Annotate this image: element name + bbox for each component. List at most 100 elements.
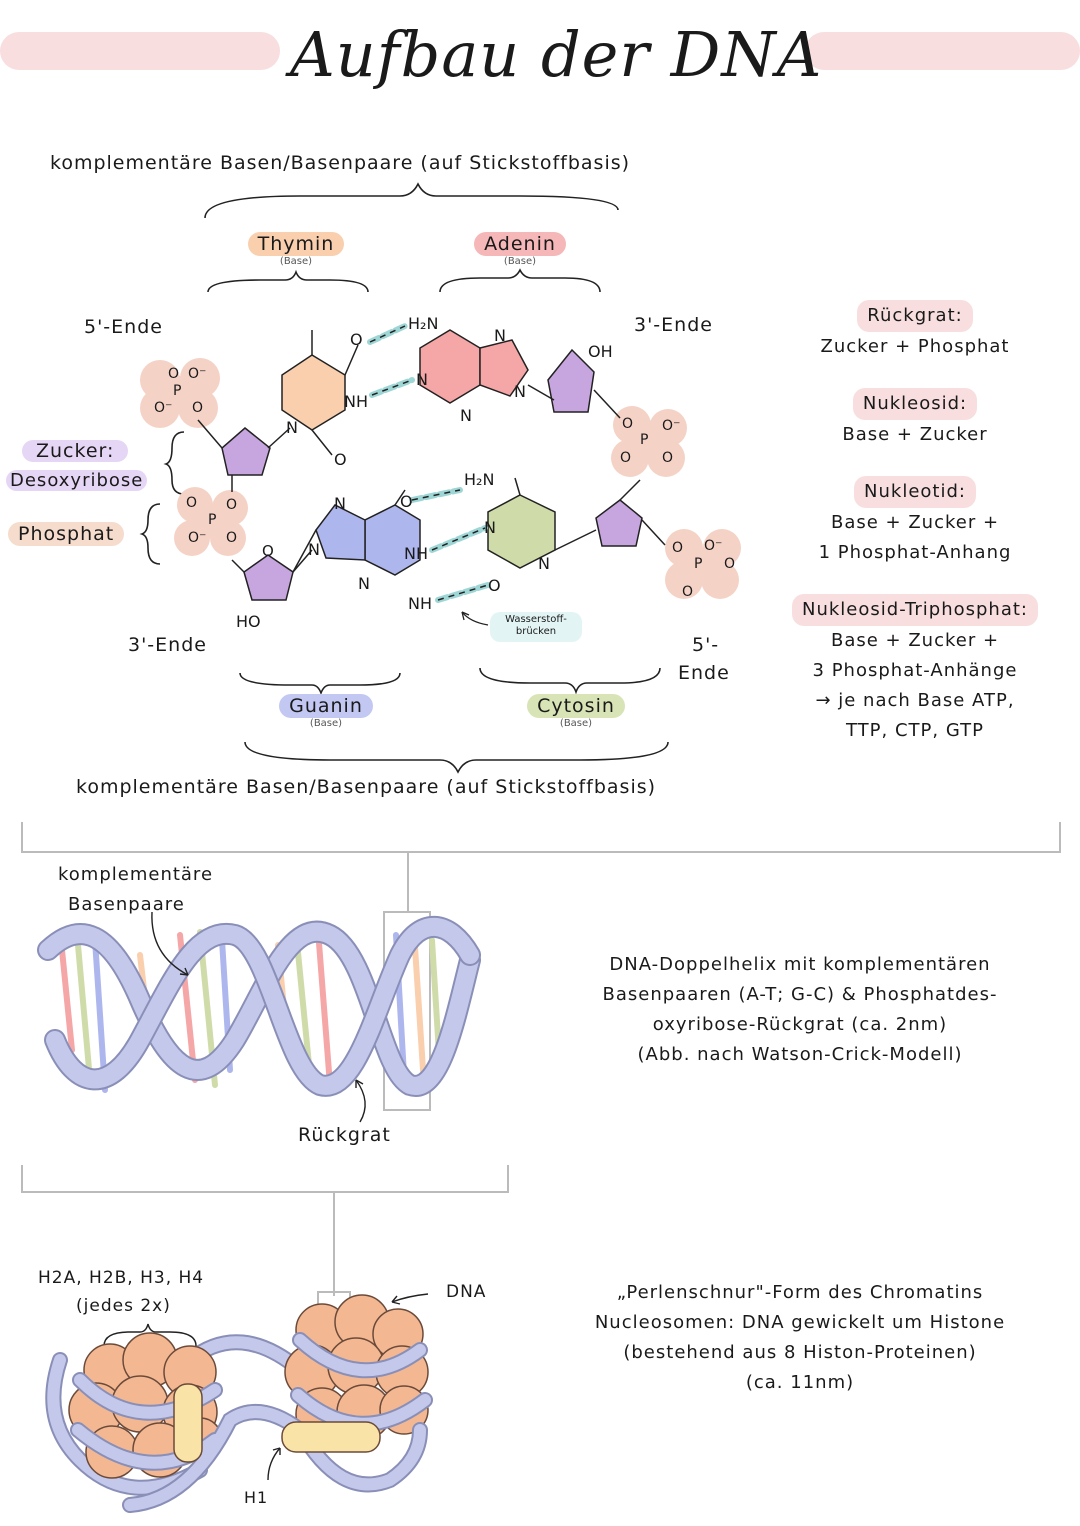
dna-structure-diagram (139, 182, 741, 774)
def-nukleotid-text-2: 1 Phosphat-Anhang (818, 542, 1012, 563)
def-nukleotid: Nukleotid: Base + Zucker + 1 Phosphat-An… (770, 476, 1060, 568)
cytosin-ring (487, 494, 556, 569)
label-histones-count: (jedes 2x) (76, 1296, 171, 1316)
title-highlight-left (0, 32, 280, 70)
label-guanin-base: (Base) (309, 718, 343, 729)
page-title: Aufbau der DNA (290, 18, 823, 91)
chem-p: P (694, 556, 703, 572)
chromatin-desc-4: (ca. 11nm) (745, 1372, 855, 1393)
guanin-ring-5 (315, 504, 366, 561)
chem-n: N (358, 574, 370, 593)
helix-desc-3: oxyribose-Rückgrat (ca. 2nm) (652, 1014, 948, 1035)
sugar-top-right (547, 348, 595, 413)
chem-o: O (226, 530, 238, 546)
def-triphosphat-text-1: Base + Zucker + (830, 630, 1000, 651)
chem-o-minus: O⁻ (704, 538, 723, 554)
def-rueckgrat-title: Rückgrat: (857, 300, 973, 332)
brace-bottom (244, 741, 669, 774)
label-h1: H1 (244, 1488, 269, 1507)
label-adenin: Adenin (474, 232, 566, 256)
chem-o: O (192, 400, 204, 416)
chem-o: O (334, 450, 347, 469)
label-dna: DNA (446, 1282, 487, 1302)
chem-h2n: H₂N (408, 314, 439, 333)
chem-o-minus: O⁻ (188, 366, 207, 382)
label-5-end-bottom-2: Ende (678, 662, 730, 684)
helix-label-backbone: Rückgrat (298, 1124, 391, 1146)
label-desoxyribose: Desoxyribose (6, 470, 148, 491)
chem-o: O (226, 497, 238, 513)
chromatin-description: „Perlenschnur"-Form des Chromatins Nucle… (530, 1278, 1070, 1398)
helix-desc-4: (Abb. nach Watson-Crick-Modell) (637, 1044, 963, 1065)
label-hbonds-2: brücken (515, 626, 557, 637)
chem-p: P (173, 383, 182, 399)
def-rueckgrat-text: Zucker + Phosphat (820, 336, 1010, 357)
brace-phosphat (139, 503, 161, 565)
def-nukleosid: Nukleosid: Base + Zucker (770, 388, 1060, 450)
chromatin-desc-3: (bestehend aus 8 Histon-Proteinen) (623, 1342, 977, 1363)
label-hbonds-1: Wasserstoff- (505, 614, 567, 625)
label-guanin: Guanin (279, 694, 373, 718)
chem-nh: NH (404, 544, 428, 563)
chem-nh: NH (344, 392, 368, 411)
def-nukleosid-title: Nukleosid: (852, 388, 978, 420)
label-thymin: Thymin (247, 232, 345, 256)
chem-o-minus: O⁻ (154, 400, 173, 416)
phosphate-top-left (140, 358, 220, 428)
chem-o: O (488, 576, 501, 595)
def-nukleotid-text-1: Base + Zucker + (830, 512, 1000, 533)
chromatin-desc-1: „Perlenschnur"-Form des Chromatins (616, 1282, 984, 1303)
helix-desc-1: DNA-Doppelhelix mit komplementären (609, 954, 991, 975)
adenin-ring-5 (479, 339, 529, 397)
title-highlight-right (805, 32, 1080, 70)
helix-label-pairs-1: komplementäre (58, 864, 214, 885)
def-rueckgrat: Rückgrat: Zucker + Phosphat (770, 300, 1060, 362)
label-5-end-bottom-1: 5'- (692, 634, 720, 656)
def-triphosphat-text-2: 3 Phosphat-Anhänge (812, 660, 1018, 681)
chem-o: O (400, 492, 413, 511)
h1-linker-left (173, 1383, 203, 1463)
chem-n: N (334, 494, 346, 513)
chem-o: O (724, 556, 736, 572)
chem-o: O (262, 542, 274, 560)
chem-o: O (672, 540, 684, 556)
brace-top (204, 182, 619, 219)
sugar-bottom-right (595, 499, 643, 547)
chem-p: P (640, 432, 649, 448)
chem-h2n: H₂N (464, 470, 495, 489)
label-3-end-top: 3'-Ende (634, 314, 713, 336)
chromatin-desc-2: Nucleosomen: DNA gewickelt um Histone (594, 1312, 1006, 1333)
sugar-bottom-left (243, 554, 294, 601)
def-triphosphat-text-3: → je nach Base ATP, (815, 690, 1015, 711)
sugar-top-left (221, 427, 271, 476)
brace-thymin (207, 269, 369, 293)
chem-ho: HO (236, 612, 261, 631)
chem-o: O (350, 330, 363, 349)
brace-adenin (439, 268, 601, 293)
chem-n: N (460, 406, 472, 425)
label-thymin-base: (Base) (279, 256, 313, 267)
chem-o-minus: O⁻ (662, 418, 681, 434)
chem-n: N (538, 554, 550, 573)
helix-description: DNA-Doppelhelix mit komplementären Basen… (530, 950, 1070, 1070)
connector-mid (21, 1165, 509, 1193)
label-adenin-base: (Base) (503, 256, 537, 267)
connector-top (21, 822, 1061, 853)
helix-label-pairs-2: Basenpaare (68, 894, 185, 915)
def-triphosphat-text-4: TTP, CTP, GTP (846, 720, 984, 741)
chem-n: N (286, 418, 298, 437)
chem-n: N (494, 326, 506, 345)
label-5-end-top: 5'-Ende (84, 316, 163, 338)
def-triphosphat: Nukleosid-Triphosphat: Base + Zucker + 3… (770, 594, 1060, 746)
label-cytosin-base: (Base) (559, 718, 593, 729)
label-cytosin: Cytosin (527, 694, 625, 718)
chem-nh: NH (408, 594, 432, 613)
chem-n: N (484, 518, 496, 537)
complementary-label-top: komplementäre Basen/Basenpaare (auf Stic… (50, 152, 631, 174)
complementary-label-bottom: komplementäre Basen/Basenpaare (auf Stic… (76, 776, 657, 798)
def-nukleotid-title: Nukleotid: (854, 476, 976, 508)
chem-oh: OH (588, 342, 613, 361)
def-nukleosid-text: Base + Zucker (842, 424, 988, 445)
label-zucker: Zucker: (22, 440, 129, 462)
